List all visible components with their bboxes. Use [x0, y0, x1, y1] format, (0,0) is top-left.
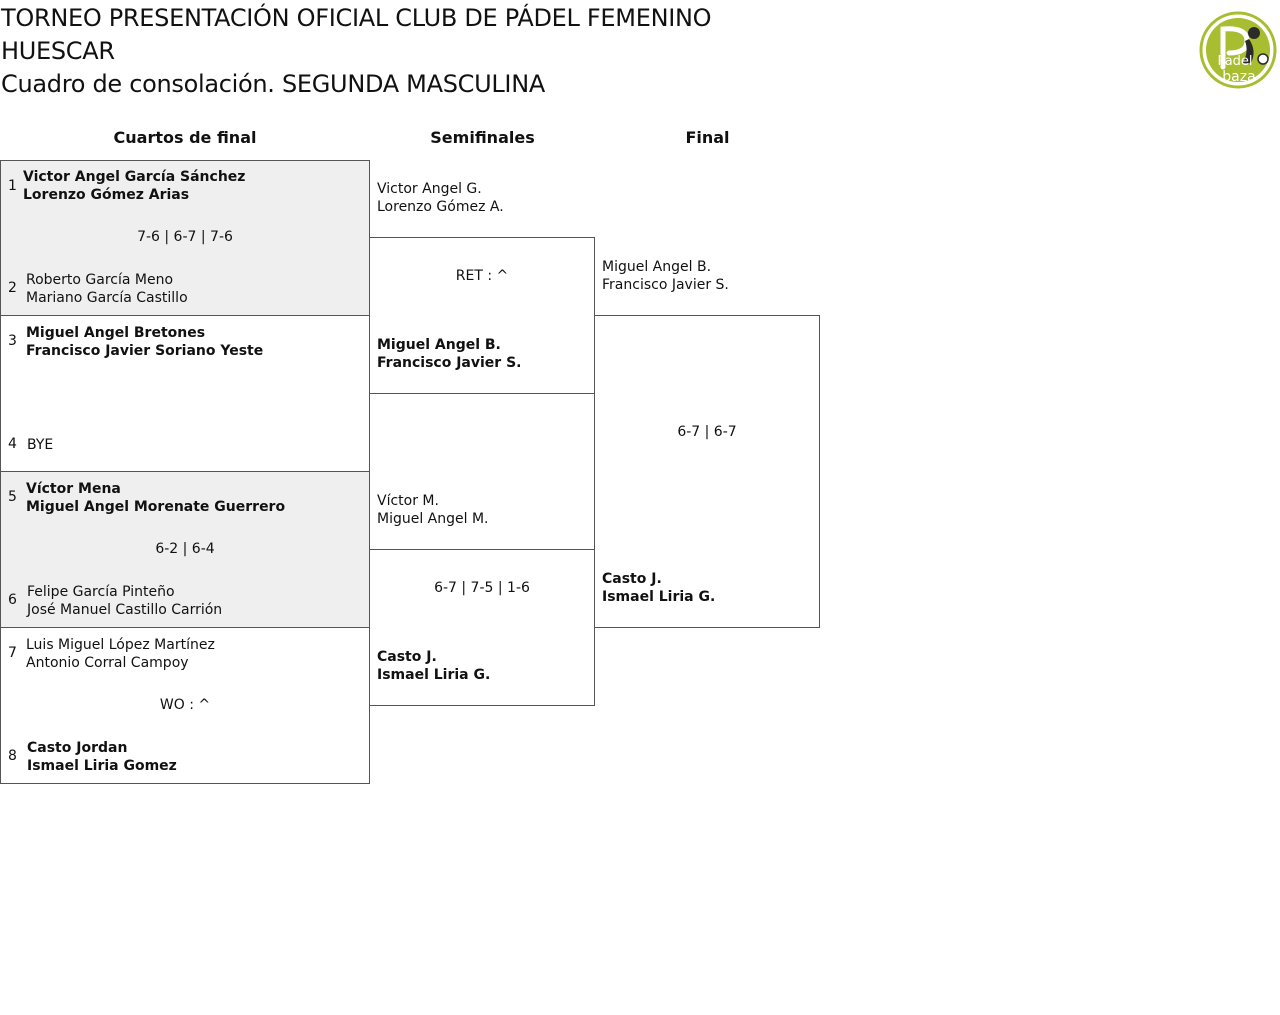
team-entry: Miguel Angel B. Francisco Javier S.: [602, 258, 729, 294]
team-entry: BYE: [27, 436, 53, 454]
team-entry: Víctor M. Miguel Angel M.: [377, 492, 489, 528]
team-entry: Miguel Angel B. Francisco Javier S.: [377, 336, 521, 372]
player-name: Víctor M.: [377, 493, 439, 509]
match-score: 6-2 | 6-4: [155, 541, 215, 557]
team-entry: Victor Angel García Sánchez Lorenzo Góme…: [23, 168, 245, 204]
player-name: Lorenzo Gómez Arias: [23, 187, 190, 203]
player-name: Lorenzo Gómez A.: [377, 199, 504, 215]
tournament-title: TORNEO PRESENTACIÓN OFICIAL CLUB DE PÁDE…: [1, 2, 861, 101]
player-name: Francisco Javier Soriano Yeste: [26, 343, 264, 359]
seed-number: 2: [8, 280, 17, 296]
round-header-semifinals: Semifinales: [430, 128, 535, 147]
player-name: Mariano García Castillo: [26, 290, 188, 306]
seed-number: 6: [8, 592, 17, 608]
match-score: WO : ^: [159, 697, 211, 713]
round-header-quarterfinals: Cuartos de final: [113, 128, 257, 147]
seed-number: 7: [8, 645, 17, 661]
player-name: BYE: [27, 437, 54, 453]
player-name: Casto J.: [602, 571, 662, 587]
match-score: 6-7 | 6-7: [677, 424, 737, 440]
final-match: [594, 315, 820, 628]
team-entry: Roberto García Meno Mariano García Casti…: [26, 271, 188, 307]
player-name: José Manuel Castillo Carrión: [27, 602, 223, 618]
team-entry: Casto J. Ismael Liria G.: [377, 648, 490, 684]
team-entry: Casto J. Ismael Liria G.: [602, 570, 715, 606]
quarterfinal-match-1: [0, 160, 370, 316]
player-name: Felipe García Pinteño: [27, 584, 175, 600]
player-name: Roberto García Meno: [26, 272, 174, 288]
player-name: Francisco Javier S.: [602, 277, 729, 293]
player-name: Ismael Liria G.: [377, 667, 491, 683]
seed-number: 1: [8, 178, 17, 194]
match-score: RET : ^: [455, 268, 509, 284]
player-name: Antonio Corral Campoy: [26, 655, 189, 671]
round-header-final: Final: [685, 128, 730, 147]
logo-text-padel: Padel: [1217, 54, 1252, 69]
team-entry: Felipe García Pinteño José Manuel Castil…: [27, 583, 222, 619]
logo-text-baza: baza: [1222, 69, 1255, 85]
player-name: Víctor Mena: [26, 481, 121, 497]
player-name: Victor Angel G.: [377, 181, 482, 197]
player-name: Casto J.: [377, 649, 437, 665]
player-name: Victor Angel García Sánchez: [23, 169, 246, 185]
seed-number: 8: [8, 748, 17, 764]
seed-number: 4: [8, 436, 17, 452]
player-name: Miguel Angel B.: [377, 337, 501, 353]
seed-number: 5: [8, 489, 17, 505]
player-name: Luis Miguel López Martínez: [26, 637, 215, 653]
player-name: Miguel Angel B.: [602, 259, 712, 275]
player-name: Miguel Angel Morenate Guerrero: [26, 499, 286, 515]
title-line-2: HUESCAR: [1, 37, 115, 65]
padel-baza-logo: Padel baza: [1199, 11, 1277, 89]
title-line-1: TORNEO PRESENTACIÓN OFICIAL CLUB DE PÁDE…: [1, 4, 712, 32]
team-entry: Miguel Angel Bretones Francisco Javier S…: [26, 324, 263, 360]
player-name: Francisco Javier S.: [377, 355, 522, 371]
team-entry: Casto Jordan Ismael Liria Gomez: [27, 739, 177, 775]
title-line-3: Cuadro de consolación. SEGUNDA MASCULINA: [1, 70, 545, 98]
player-name: Ismael Liria G.: [602, 589, 716, 605]
match-score: 7-6 | 6-7 | 7-6: [137, 229, 233, 245]
team-entry: Víctor Mena Miguel Angel Morenate Guerre…: [26, 480, 285, 516]
team-entry: Luis Miguel López Martínez Antonio Corra…: [26, 636, 215, 672]
match-score: 6-7 | 7-5 | 1-6: [434, 580, 530, 596]
player-name: Miguel Angel Bretones: [26, 325, 206, 341]
seed-number: 3: [8, 333, 17, 349]
player-name: Ismael Liria Gomez: [27, 758, 177, 774]
player-name: Casto Jordan: [27, 740, 128, 756]
player-name: Miguel Angel M.: [377, 511, 489, 527]
team-entry: Victor Angel G. Lorenzo Gómez A.: [377, 180, 504, 216]
